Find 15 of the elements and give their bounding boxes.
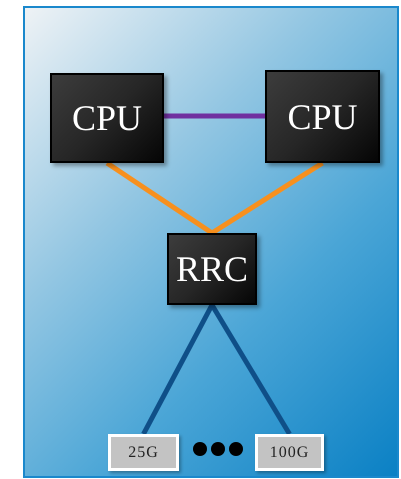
node-label: RRC <box>176 251 248 287</box>
connector-line <box>106 160 214 236</box>
node-label: 100G <box>270 444 310 460</box>
node-label: 25G <box>128 444 159 460</box>
connector-line <box>210 160 324 236</box>
connector-line <box>141 304 214 436</box>
port-box <box>255 434 324 471</box>
port-box <box>108 434 179 471</box>
node-label: CPU <box>72 100 142 136</box>
chip-box <box>265 70 380 163</box>
connector-line <box>210 304 292 436</box>
connector-line <box>164 114 265 118</box>
node-label: CPU <box>287 98 358 134</box>
chip-box <box>50 73 164 163</box>
chip-box <box>167 233 257 305</box>
